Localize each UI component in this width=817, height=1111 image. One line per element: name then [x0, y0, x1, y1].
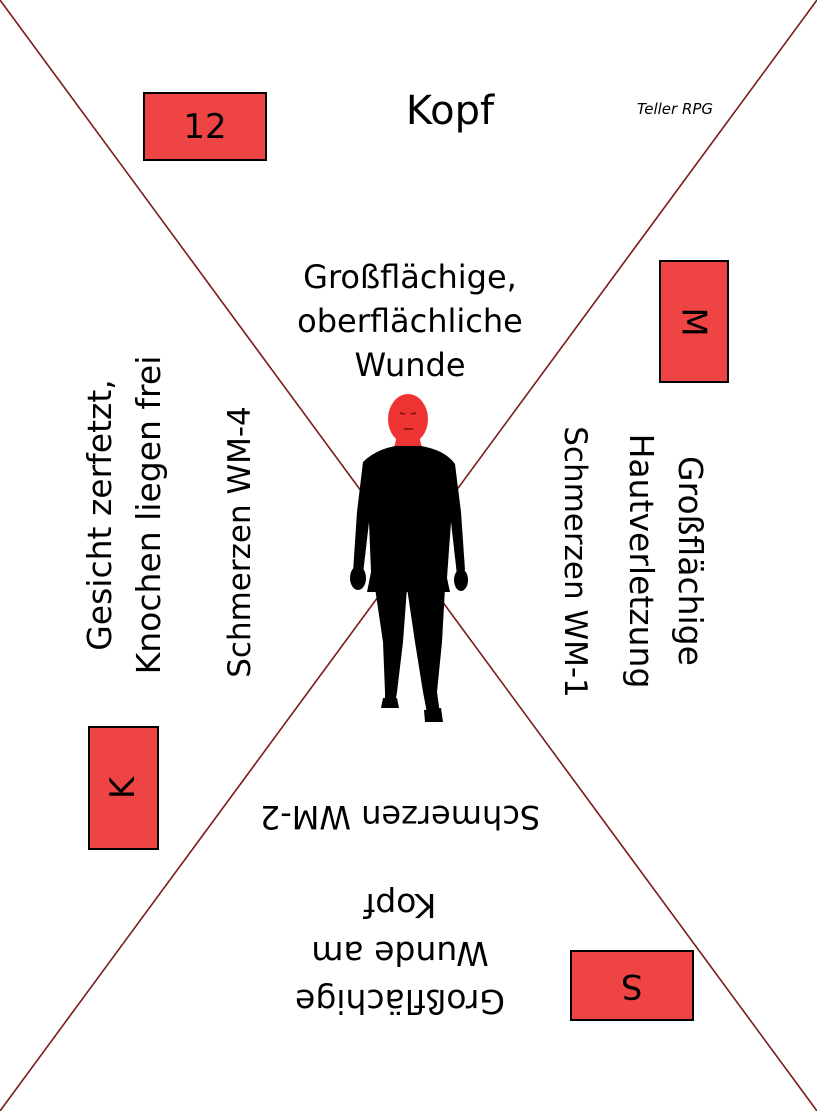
top-effect-line-1: Großflächige,: [303, 258, 517, 296]
right-effect-text: Großflächige Hautverletzung: [615, 426, 715, 696]
left-effect-line-2: Knochen liegen frei: [129, 355, 168, 675]
badge-k-label: K: [103, 776, 144, 800]
top-effect-text: Großflächige, oberflächliche Wunde: [240, 255, 580, 387]
bottom-pain-text: Schmerzen WM-2: [259, 798, 541, 836]
right-effect-line-2: Hautverletzung: [622, 433, 661, 689]
bottom-effect-line-3: Kopf: [363, 886, 437, 925]
top-effect-line-3: Wunde: [354, 346, 466, 384]
badge-m: M: [659, 260, 729, 383]
left-effect-line-1: Gesicht zerfetzt,: [80, 379, 119, 651]
number-badge: 12: [143, 92, 267, 161]
badge-s-label: S: [621, 965, 643, 1006]
badge-s: S: [570, 950, 694, 1021]
left-effect-text: Gesicht zerfetzt, Knochen liegen frei: [75, 335, 185, 695]
bottom-effect-text: Großflächige Wunde am Kopf: [240, 875, 560, 1025]
number-badge-label: 12: [183, 106, 227, 147]
top-effect-line-2: oberflächliche: [297, 302, 523, 340]
bottom-effect-line-1: Großflächige: [295, 982, 505, 1021]
badge-m-label: M: [674, 306, 714, 337]
badge-k: K: [88, 726, 159, 850]
neck-highlight: [394, 436, 422, 448]
head-highlight-icon: [388, 394, 428, 444]
card-title: Kopf: [405, 88, 495, 134]
brand-label: Teller RPG: [636, 100, 714, 118]
left-pain-text: Schmerzen WM-4: [222, 406, 258, 678]
right-pain-text: Schmerzen WM-1: [557, 426, 593, 698]
right-effect-line-1: Großflächige: [671, 456, 710, 666]
walking-person-icon: [350, 394, 468, 722]
bottom-effect-line-2: Wunde am: [311, 934, 489, 973]
face-detail: [399, 412, 417, 430]
